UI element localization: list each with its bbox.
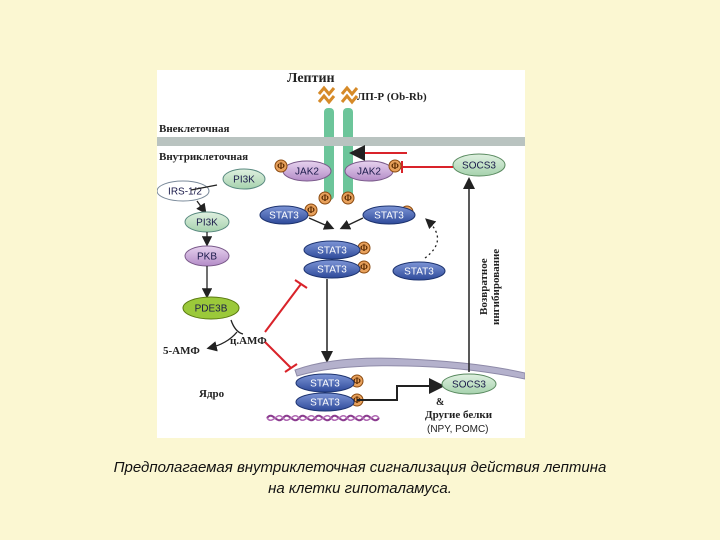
stat3-recycle-arrow — [424, 218, 439, 259]
receptor-label: ЛП-Р (Ob-Rb) — [357, 91, 427, 103]
socs3-bottom-label: SOCS3 — [452, 380, 486, 391]
receptor-chain-left — [324, 108, 334, 200]
camp-to-amp-arrow — [206, 331, 238, 352]
stat3-right-node — [362, 205, 416, 225]
svg-text:Ф: Ф — [353, 376, 361, 386]
intracellular-label: Внутриклеточная — [159, 151, 248, 163]
stat3-dimer-top-label: STAT3 — [317, 246, 347, 257]
svg-text:Ф: Ф — [360, 243, 368, 253]
stat3-nuclear-top-node — [295, 373, 355, 393]
svg-text:Ф: Ф — [360, 262, 368, 272]
stat3-nuclear-bottom-node — [295, 392, 355, 412]
stat3-nuclear-top-label: STAT3 — [310, 379, 340, 390]
phospho-group: Ф Ф Ф Ф Ф Ф Ф Ф Ф Ф — [274, 159, 414, 407]
leptin-ligand-left — [317, 85, 336, 105]
stat3-free-node — [392, 261, 446, 281]
svg-text:Возвратное: Возвратное — [478, 258, 490, 315]
camp-inhibit-nuclear-line — [264, 341, 292, 369]
signaling-diagram: Лептин ЛП-Р (Ob-Rb) Внеклеточная Внутрик… — [157, 70, 525, 438]
socs3-bottom-node — [441, 373, 497, 395]
cell-membrane — [157, 137, 525, 146]
pi3k-top-node — [222, 168, 266, 190]
camp-inhibit-stat3-line — [264, 283, 302, 333]
socs3-top-node — [452, 153, 506, 177]
jak2-right-label: JAK2 — [357, 167, 381, 178]
receptor-chain-right — [343, 108, 353, 200]
svg-text:Ф: Ф — [344, 193, 352, 203]
svg-text:Ф: Ф — [391, 161, 399, 171]
svg-text:Ф: Ф — [277, 161, 285, 171]
extracellular-label: Внеклеточная — [159, 123, 229, 135]
pkb-label: PKB — [197, 252, 217, 263]
pi3k-top-label: PI3K — [233, 175, 255, 186]
svg-text:Ф: Ф — [307, 205, 315, 215]
pde3b-camp-link — [230, 319, 244, 335]
irs-to-pi3k-arrow — [196, 200, 207, 215]
other-proteins-examples: (NPY, POMC) — [427, 424, 489, 435]
svg-text:Ф: Ф — [321, 193, 329, 203]
stat3-dimer-top-node — [303, 240, 361, 260]
stat3-dimer-bottom-node — [303, 259, 361, 279]
stat3-right-dimer-arrow — [339, 217, 364, 230]
stat3-dimer-bottom-label: STAT3 — [317, 265, 347, 276]
stat3-left-label: STAT3 — [269, 211, 299, 222]
camp-inhibit-stat3-bar — [294, 279, 308, 289]
socs3-top-label: SOCS3 — [462, 161, 496, 172]
pde3b-node — [182, 296, 240, 320]
other-proteins-label: Другие белки — [425, 409, 493, 421]
pi3k-irs-link — [190, 184, 218, 191]
stat3-nuclear-bottom-label: STAT3 — [310, 398, 340, 409]
dna-strand-2 — [266, 415, 380, 421]
irs-label: IRS-1/2 — [168, 187, 202, 198]
leptin-ligand-right — [340, 85, 359, 105]
pi3k-label: PI3K — [196, 218, 218, 229]
svg-text:ингибирование: ингибирование — [490, 249, 502, 325]
nucleus-label: Ядро — [199, 388, 225, 400]
other-proteins-amp: & — [436, 397, 444, 408]
transcription-arrow — [357, 378, 445, 401]
diagram-canvas: Лептин ЛП-Р (Ob-Rb) Внеклеточная Внутрик… — [157, 71, 525, 435]
irs-node — [157, 180, 210, 202]
stat3-right-label: STAT3 — [374, 211, 404, 222]
leptin-title: Лептин — [287, 71, 335, 86]
feedback-label: Возвратное ингибирование — [478, 249, 502, 325]
pde3b-label: PDE3B — [195, 304, 228, 315]
caption-line-1: Предполагаемая внутриклеточная сигнализа… — [113, 459, 607, 476]
camp-inhibit-nuclear-bar — [284, 363, 298, 373]
stat3-free-label: STAT3 — [404, 267, 434, 278]
caption-line-2: на клетки гипоталамуса. — [268, 480, 452, 497]
amp5-label: 5-АМФ — [163, 345, 200, 357]
stat3-left-dimer-arrow — [308, 217, 335, 230]
stat3-left-node — [259, 205, 309, 225]
camp-label: ц.АМФ — [230, 335, 267, 347]
nuclear-membrane — [294, 357, 525, 380]
jak2-left-label: JAK2 — [295, 167, 319, 178]
